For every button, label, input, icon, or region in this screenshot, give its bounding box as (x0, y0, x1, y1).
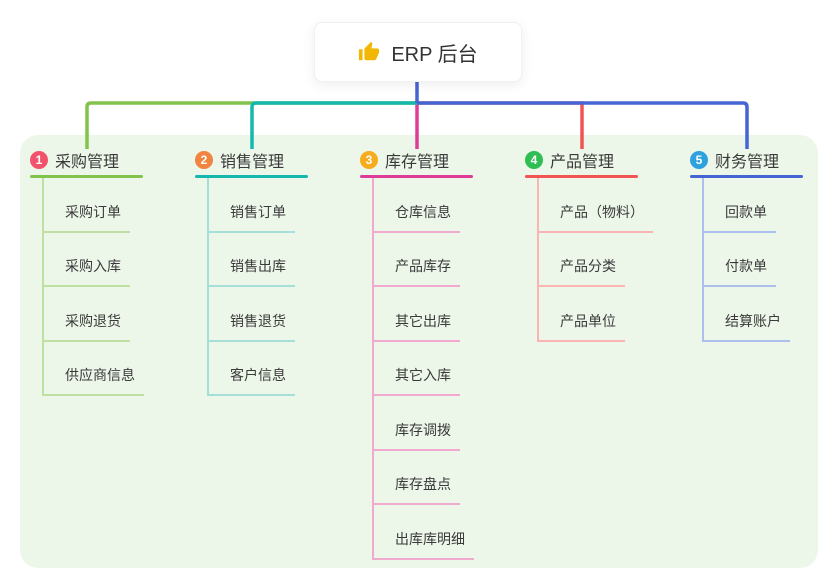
branch-title: 销售管理 (220, 154, 285, 171)
list-item[interactable]: 客户信息 (209, 342, 295, 396)
list-item[interactable]: 产品（物料） (539, 178, 653, 233)
root-node-label: ERP 后台 (391, 43, 478, 66)
branch-number-badge: 2 (195, 151, 213, 169)
branch-children: 回款单付款单结算账户 (702, 178, 790, 342)
list-item[interactable]: 产品分类 (539, 233, 625, 287)
list-item[interactable]: 采购订单 (44, 178, 130, 233)
branch-topic[interactable]: 4 产品管理 (525, 148, 653, 172)
branch-number-badge: 1 (30, 151, 48, 169)
branch: 5 财务管理 回款单付款单结算账户 (690, 148, 803, 342)
list-item[interactable]: 结算账户 (704, 287, 790, 342)
branch-number-badge: 3 (360, 151, 378, 169)
branch-children: 产品（物料）产品分类产品单位 (537, 178, 653, 342)
list-item[interactable]: 库存调拨 (374, 396, 460, 451)
branch-number-badge: 4 (525, 151, 543, 169)
branch-title: 产品管理 (550, 154, 615, 171)
branch: 3 库存管理 仓库信息产品库存其它出库其它入库库存调拨库存盘点出库库明细 (360, 148, 474, 560)
branch-topic[interactable]: 5 财务管理 (690, 148, 803, 172)
branch-children: 销售订单销售出库销售退货客户信息 (207, 178, 295, 396)
root-node-erp[interactable]: ERP 后台 (314, 22, 522, 82)
branch-children: 仓库信息产品库存其它出库其它入库库存调拨库存盘点出库库明细 (372, 178, 474, 560)
branch-underline (525, 175, 638, 178)
branch-topic[interactable]: 1 采购管理 (30, 148, 144, 172)
branch: 2 销售管理 销售订单销售出库销售退货客户信息 (195, 148, 308, 396)
branch-title: 库存管理 (385, 154, 450, 171)
branch-underline (690, 175, 803, 178)
branches-background-panel (20, 135, 818, 568)
list-item[interactable]: 采购入库 (44, 233, 130, 287)
list-item[interactable]: 产品库存 (374, 233, 460, 287)
list-item[interactable]: 产品单位 (539, 287, 625, 342)
branch-topic[interactable]: 3 库存管理 (360, 148, 474, 172)
thumbs-up-icon (359, 41, 380, 61)
list-item[interactable]: 其它出库 (374, 287, 460, 342)
list-item[interactable]: 其它入库 (374, 342, 460, 396)
list-item[interactable]: 付款单 (704, 233, 776, 287)
branch-underline (360, 175, 473, 178)
list-item[interactable]: 供应商信息 (44, 342, 144, 396)
list-item[interactable]: 销售退货 (209, 287, 295, 342)
branch: 1 采购管理 采购订单采购入库采购退货供应商信息 (30, 148, 144, 396)
list-item[interactable]: 库存盘点 (374, 451, 460, 505)
list-item[interactable]: 出库库明细 (374, 505, 474, 560)
branch-title: 财务管理 (715, 154, 780, 171)
branch-topic[interactable]: 2 销售管理 (195, 148, 308, 172)
list-item[interactable]: 销售订单 (209, 178, 295, 233)
branch-children: 采购订单采购入库采购退货供应商信息 (42, 178, 144, 396)
branch-number-badge: 5 (690, 151, 708, 169)
branch-underline (30, 175, 143, 178)
branch: 4 产品管理 产品（物料）产品分类产品单位 (525, 148, 653, 342)
branch-underline (195, 175, 308, 178)
branch-title: 采购管理 (55, 154, 120, 171)
list-item[interactable]: 回款单 (704, 178, 776, 233)
list-item[interactable]: 采购退货 (44, 287, 130, 342)
list-item[interactable]: 仓库信息 (374, 178, 460, 233)
list-item[interactable]: 销售出库 (209, 233, 295, 287)
